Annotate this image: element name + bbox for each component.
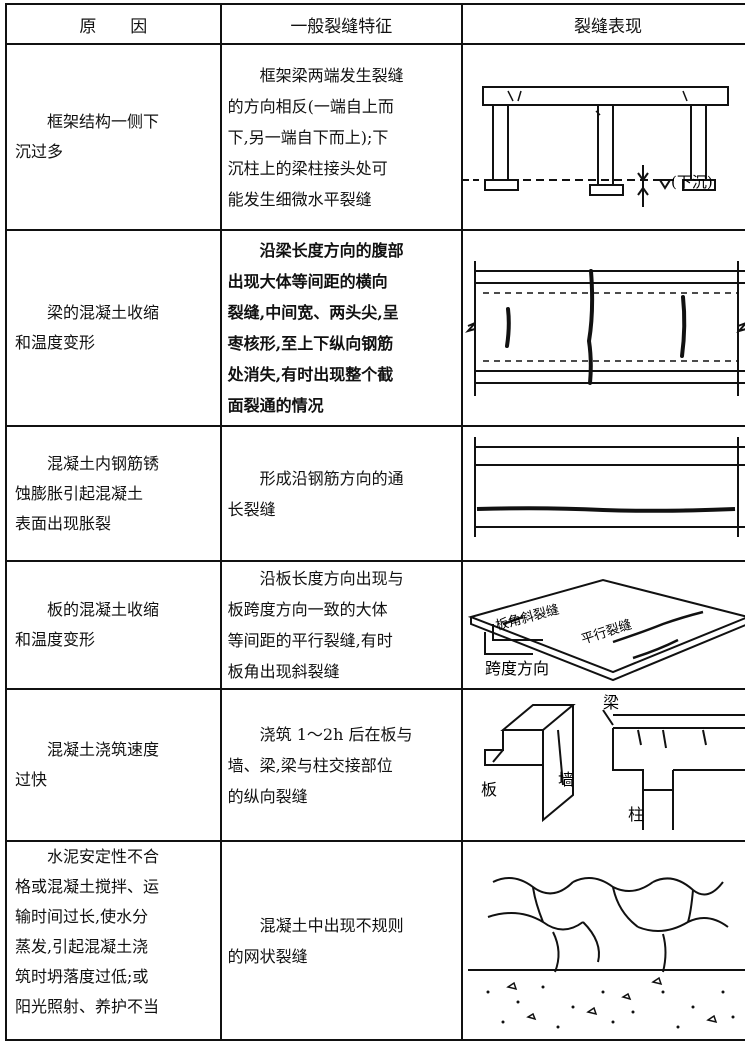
- cause-cell: 混凝土浇筑速度 过快: [5, 688, 222, 842]
- feature-cell: 沿梁长度方向的腹部 出现大体等间距的横向 裂缝,中间宽、两头尖,呈 枣核形,至上…: [219, 229, 463, 427]
- column-label: 柱: [628, 805, 644, 824]
- cause-cell: 混凝土内钢筋锈 蚀膨胀引起混凝土 表面出现胀裂: [5, 425, 222, 562]
- feature-cell: 形成沿钢筋方向的通 长裂缝: [219, 425, 463, 562]
- feature-cell: 混凝土中出现不规则 的网状裂缝: [219, 840, 463, 1041]
- figure-cell: 板角斜裂缝 平行裂缝 跨度方向: [460, 560, 745, 690]
- figure-cell: 梁 墙 板 柱: [460, 688, 745, 842]
- cause-cell: 板的混凝土收缩 和温度变形: [5, 560, 222, 690]
- cause-cell: 水泥安定性不合 格或混凝土搅拌、运 输时间过长,使水分 蒸发,引起混凝土浇 筑时…: [5, 840, 222, 1041]
- cause-cell: 框架结构一侧下 沉过多: [5, 43, 222, 231]
- beam-label: 梁: [603, 693, 619, 712]
- figure-cell: (下沉): [460, 43, 745, 231]
- table-row: 框架结构一侧下 沉过多 框架梁两端发生裂缝 的方向相反(一端自上而 下,另一端自…: [5, 43, 745, 231]
- slab-label: 板: [481, 780, 497, 799]
- header-row: 原 因 一般裂缝特征 裂缝表现: [5, 3, 745, 45]
- header-feature: 一般裂缝特征: [219, 3, 463, 45]
- frame-settlement-figure: (下沉): [463, 86, 729, 207]
- cause-cell: 梁的混凝土收缩 和温度变形: [5, 229, 222, 427]
- slab-crack-figure: 板角斜裂缝 平行裂缝 跨度方向: [467, 578, 745, 682]
- feature-cell: 沿板长度方向出现与 板跨度方向一致的大体 等间距的平行裂缝,有时 板角出现斜裂缝: [219, 560, 463, 690]
- rebar-corrosion-figure: [473, 437, 745, 537]
- figure-cell: [460, 840, 745, 1041]
- figure-cell: [460, 425, 745, 562]
- table-row: 水泥安定性不合 格或混凝土搅拌、运 输时间过长,使水分 蒸发,引起混凝土浇 筑时…: [5, 840, 745, 1041]
- header-cause: 原 因: [5, 3, 222, 45]
- crack-table: 原 因 一般裂缝特征 裂缝表现 框架结构一侧下 沉过多 框架梁两端发生裂缝 的方…: [5, 3, 745, 1041]
- wall-label: 墙: [558, 770, 574, 789]
- feature-cell: 浇筑 1～2h 后在板与 墙、梁,梁与柱交接部位 的纵向裂缝: [219, 688, 463, 842]
- feature-cell: 框架梁两端发生裂缝 的方向相反(一端自上而 下,另一端自下而上);下 沉柱上的梁…: [219, 43, 463, 231]
- header-figure: 裂缝表现: [460, 3, 745, 45]
- figure-cell: [460, 229, 745, 427]
- parallel-crack-label: 平行裂缝: [580, 617, 634, 647]
- table-row: 混凝土内钢筋锈 蚀膨胀引起混凝土 表面出现胀裂 形成沿钢筋方向的通 长裂缝: [5, 425, 745, 562]
- table-row: 梁的混凝土收缩 和温度变形 沿梁长度方向的腹部 出现大体等间距的横向 裂缝,中间…: [5, 229, 745, 427]
- table-row: 混凝土浇筑速度 过快 浇筑 1～2h 后在板与 墙、梁,梁与柱交接部位 的纵向裂…: [5, 688, 745, 842]
- settlement-label: (下沉): [671, 173, 713, 191]
- table-row: 板的混凝土收缩 和温度变形 沿板长度方向出现与 板跨度方向一致的大体 等间距的平…: [5, 560, 745, 690]
- span-direction-label: 跨度方向: [485, 659, 549, 678]
- network-crack-figure: [467, 877, 745, 1029]
- pouring-speed-figure: 梁 墙 板 柱: [481, 693, 745, 830]
- beam-crack-figure: [464, 261, 745, 396]
